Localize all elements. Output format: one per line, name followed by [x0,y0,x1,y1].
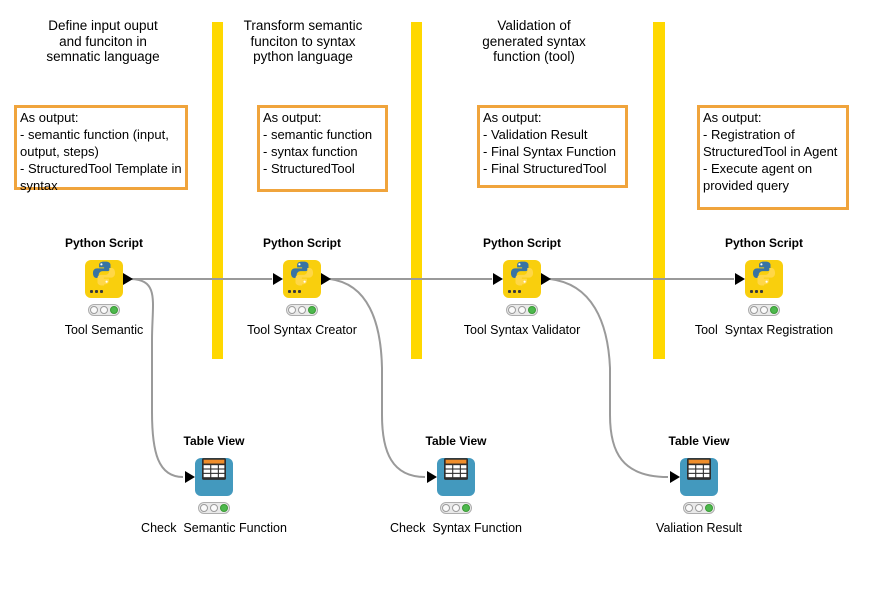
stage-title[interactable]: Transform semantic funciton to syntax py… [243,18,363,64]
node-tool-syntax-validator[interactable]: Python Script Tool Syntax Validator [442,236,602,337]
output-port[interactable] [123,273,133,285]
node-valiation-result[interactable]: Table View Valiation Result [619,434,779,535]
output-annotation-box[interactable]: As output: - semantic function (input, o… [14,105,188,193]
node-name-label: Tool Syntax Creator [247,323,357,337]
output-annotation-box[interactable]: As output: - Validation Result - Final S… [477,105,628,188]
status-traffic-light [440,502,472,514]
node-name-label: Tool Syntax Registration [694,323,834,337]
node-name-label: Valiation Result [656,521,742,535]
input-port[interactable] [185,471,195,483]
node-check-syntax-function[interactable]: Table View Check Syntax Function [376,434,536,535]
python-node-icon[interactable] [283,260,321,298]
python-node-icon[interactable] [85,260,123,298]
python-logo-icon [510,261,534,286]
output-annotation-box[interactable]: As output: - Registration of StructuredT… [697,105,849,210]
status-traffic-light [748,304,780,316]
node-type-label: Table View [183,434,245,448]
status-lamp [442,504,450,512]
node-type-label: Python Script [482,236,561,250]
input-port[interactable] [427,471,437,483]
node-type-label: Table View [425,434,487,448]
status-lamp [518,306,526,314]
input-port[interactable] [493,273,503,285]
status-traffic-light [506,304,538,316]
node-check-semantic-function[interactable]: Table View Check Semantic Function [134,434,294,535]
input-port[interactable] [273,273,283,285]
status-traffic-light [286,304,318,316]
status-lamp [90,306,98,314]
node-name-label: Check Syntax Function [389,521,522,535]
status-lamp-green [705,504,713,512]
status-lamp [760,306,768,314]
status-lamp-green [770,306,778,314]
node-name-label: Tool Syntax Validator [463,323,581,337]
status-lamp [288,306,296,314]
status-lamp [200,504,208,512]
node-type-label: Python Script [64,236,143,250]
status-lamp-green [528,306,536,314]
table-icon [687,458,711,480]
status-lamp [685,504,693,512]
separator-bar[interactable] [653,22,665,359]
status-lamp [695,504,703,512]
status-lamp-green [308,306,316,314]
output-annotation-box[interactable]: As output: - semantic function - syntax … [257,105,388,192]
status-lamp [508,306,516,314]
python-logo-icon [290,261,314,286]
status-lamp [298,306,306,314]
status-lamp-green [220,504,228,512]
ellipsis-dots-icon [750,290,763,293]
node-tool-syntax-registration[interactable]: Python Script Tool Syntax Registration [684,236,844,337]
python-logo-icon [752,261,776,286]
status-lamp [750,306,758,314]
node-name-label: Check Semantic Function [141,521,287,535]
node-tool-semantic[interactable]: Python Script Tool Semantic [24,236,184,337]
ellipsis-dots-icon [288,290,301,293]
table-view-node-icon[interactable] [195,458,233,496]
stage-title[interactable]: Define input ouput and funciton in semna… [46,18,160,64]
status-traffic-light [683,502,715,514]
table-icon [202,458,226,480]
python-node-icon[interactable] [745,260,783,298]
status-traffic-light [198,502,230,514]
separator-bar[interactable] [411,22,422,359]
status-lamp-green [110,306,118,314]
status-lamp [452,504,460,512]
output-port[interactable] [541,273,551,285]
node-type-label: Table View [668,434,730,448]
status-traffic-light [88,304,120,316]
ellipsis-dots-icon [508,290,521,293]
table-icon [444,458,468,480]
ellipsis-dots-icon [90,290,103,293]
status-lamp [100,306,108,314]
separator-bar[interactable] [212,22,223,359]
node-type-label: Python Script [262,236,341,250]
node-tool-syntax-creator[interactable]: Python Script Tool Syntax Creator [222,236,382,337]
output-port[interactable] [321,273,331,285]
python-logo-icon [92,261,116,286]
stage-title[interactable]: Validation of generated syntax function … [482,18,586,64]
status-lamp [210,504,218,512]
python-node-icon[interactable] [503,260,541,298]
table-view-node-icon[interactable] [437,458,475,496]
input-port[interactable] [670,471,680,483]
table-view-node-icon[interactable] [680,458,718,496]
status-lamp-green [462,504,470,512]
node-name-label: Tool Semantic [64,323,144,337]
node-type-label: Python Script [724,236,803,250]
input-port[interactable] [735,273,745,285]
